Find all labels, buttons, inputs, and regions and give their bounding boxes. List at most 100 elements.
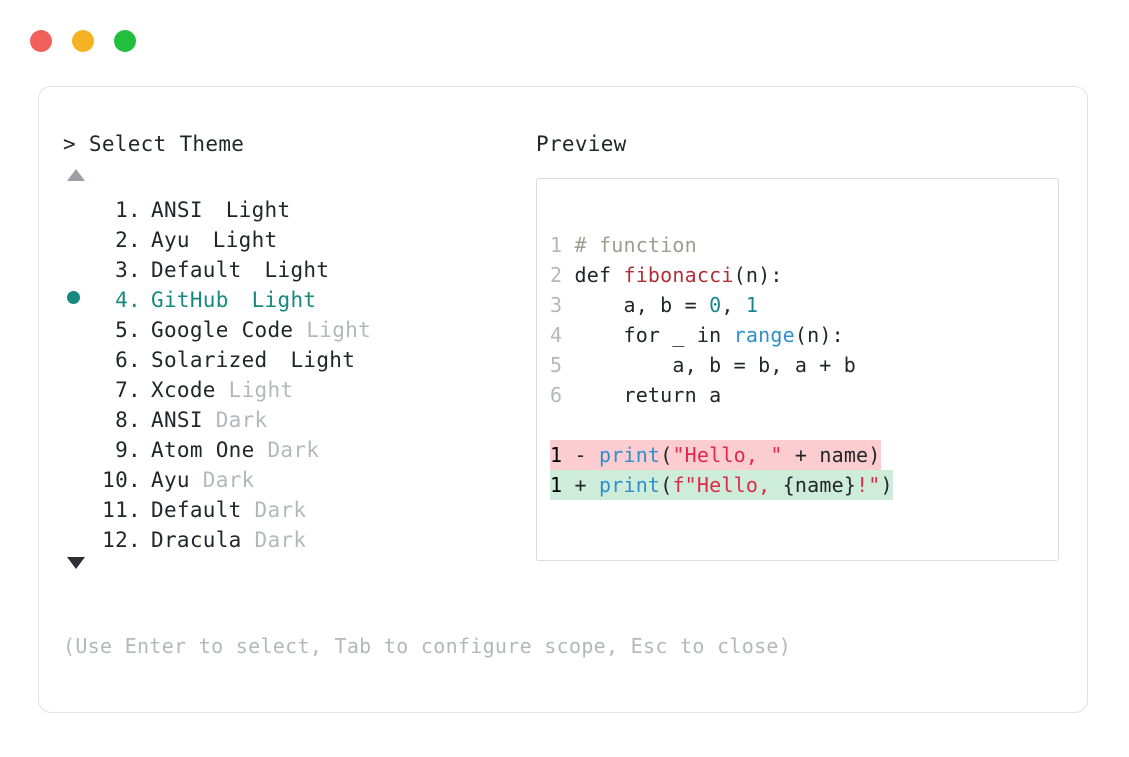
code-token: (n):	[733, 263, 783, 287]
theme-item-mode: Dark	[241, 528, 307, 552]
close-button-dot[interactable]	[30, 30, 52, 52]
theme-item-mode: Light	[277, 348, 356, 372]
theme-list-item[interactable]: 8.ANSI Dark	[63, 405, 533, 435]
selection-bullet-slot	[63, 285, 93, 315]
code-token: (	[660, 443, 673, 467]
theme-item-name: Default	[151, 258, 242, 282]
theme-list-item[interactable]: 6. Solarized Light	[63, 345, 533, 375]
line-number: 3	[550, 293, 575, 317]
code-token: a, b =	[574, 293, 710, 317]
theme-item-name: ANSI	[151, 408, 203, 432]
theme-item-index: 7.	[115, 378, 141, 402]
code-line: 4 for _ in range(n):	[550, 320, 1058, 350]
theme-item-mode: Dark	[202, 408, 268, 432]
theme-item-name: Dracula	[151, 528, 242, 552]
theme-item-index: 2.	[115, 228, 141, 252]
code-token: range	[733, 323, 795, 347]
code-line: 3 a, b = 0, 1	[550, 290, 1058, 320]
code-token: )	[880, 473, 893, 497]
theme-list-item[interactable]: 9. Atom One Dark	[63, 435, 533, 465]
code-token: 0	[709, 293, 722, 317]
theme-item-name: Ayu	[151, 228, 190, 252]
code-token: (	[660, 473, 673, 497]
theme-item-index: 3.	[115, 258, 141, 282]
theme-item-mode: Dark	[241, 498, 307, 522]
code-token: a, b = b, a + b	[574, 353, 857, 377]
theme-item-name: GitHub	[151, 288, 229, 312]
diff-line-added: 1 + print(f"Hello, {name}!")	[550, 470, 1058, 500]
diff-line-removed: 1 - print("Hello, " + name)	[550, 440, 1058, 470]
selected-bullet-icon	[67, 291, 80, 304]
theme-list-item[interactable]: 5.Google Code Light	[63, 315, 533, 345]
line-number: 5	[550, 353, 575, 377]
theme-list-item[interactable]: 10. Ayu Dark	[63, 465, 533, 495]
code-line: 5 a, b = b, a + b	[550, 350, 1058, 380]
theme-item-index: 11.	[102, 498, 141, 522]
code-token: return a	[574, 383, 722, 407]
line-number: 1	[550, 473, 575, 497]
theme-list-item[interactable]: 3. Default Light	[63, 255, 533, 285]
theme-item-mode: Light	[212, 198, 291, 222]
theme-item-name: Solarized	[151, 348, 268, 372]
keyboard-hint: (Use Enter to select, Tab to configure s…	[63, 634, 792, 658]
theme-item-index: 6.	[115, 348, 141, 372]
code-token: ,	[721, 293, 746, 317]
theme-item-mode: Light	[251, 258, 330, 282]
minimize-button-dot[interactable]	[72, 30, 94, 52]
scroll-down-arrow-icon[interactable]	[67, 557, 85, 569]
code-token: + name)	[782, 443, 881, 467]
theme-list-item[interactable]: 12. Dracula Dark	[63, 525, 533, 555]
code-token: print	[598, 443, 661, 467]
theme-item-mode: Dark	[254, 438, 320, 462]
code-line: 6 return a	[550, 380, 1058, 410]
diff-sign: +	[574, 473, 599, 497]
diff-line-content: 1 + print(f"Hello, {name}!")	[550, 470, 893, 500]
code-token: fibonacci	[623, 263, 734, 287]
code-token: # function	[574, 233, 697, 257]
code-line: 1 # function	[550, 230, 1058, 260]
code-token: 1	[745, 293, 759, 317]
preview-title: Preview	[536, 132, 627, 156]
theme-item-mode: Light	[238, 288, 317, 312]
theme-item-name: Xcode	[151, 378, 216, 402]
theme-item-index: 1.	[115, 198, 141, 222]
scroll-up-arrow-icon[interactable]	[67, 169, 85, 181]
line-number: 6	[550, 383, 575, 407]
theme-item-mode: Light	[215, 378, 294, 402]
theme-list-item[interactable]: 4.GitHub Light	[63, 285, 533, 315]
code-token: for _ in	[574, 323, 734, 347]
maximize-button-dot[interactable]	[114, 30, 136, 52]
diff-sign: -	[574, 443, 599, 467]
code-token: {name}	[782, 473, 857, 497]
theme-item-name: Atom One	[151, 438, 255, 462]
theme-list-item[interactable]: 1. ANSI Light	[63, 195, 533, 225]
code-token: def	[574, 263, 624, 287]
theme-item-mode: Dark	[189, 468, 255, 492]
select-theme-prompt: > Select Theme	[63, 132, 245, 156]
theme-item-name: ANSI	[151, 198, 203, 222]
line-number: 2	[550, 263, 575, 287]
theme-item-name: Ayu	[151, 468, 190, 492]
theme-item-index: 10.	[102, 468, 141, 492]
line-number: 1	[550, 443, 575, 467]
code-token: !"	[856, 473, 881, 497]
theme-item-mode: Light	[293, 318, 372, 342]
theme-list-item[interactable]: 7. Xcode Light	[63, 375, 533, 405]
code-line: 2 def fibonacci(n):	[550, 260, 1058, 290]
code-token: (n):	[794, 323, 844, 347]
theme-item-index: 9.	[115, 438, 141, 462]
theme-item-index: 12.	[102, 528, 141, 552]
theme-list-item[interactable]: 11. Default Dark	[63, 495, 533, 525]
code-token: "Hello, "	[672, 443, 783, 467]
code-token: print	[598, 473, 661, 497]
theme-item-name: Default	[151, 498, 242, 522]
theme-list-item[interactable]: 2. Ayu Light	[63, 225, 533, 255]
preview-pane-header: Preview	[536, 131, 1066, 157]
theme-item-name: Google Code	[151, 318, 294, 342]
theme-item-mode: Light	[199, 228, 278, 252]
